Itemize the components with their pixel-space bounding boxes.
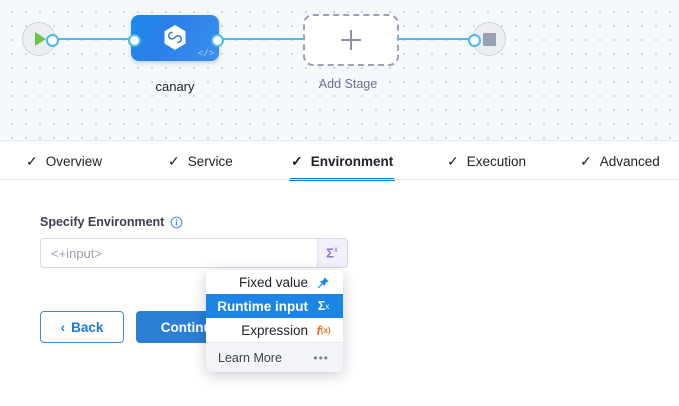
edge-add-to-end — [395, 38, 485, 40]
check-icon: ✓ — [26, 153, 38, 169]
tab-environment[interactable]: ✓ Environment — [289, 141, 396, 181]
back-button-label: Back — [71, 319, 104, 335]
port-stage-out[interactable] — [211, 34, 224, 47]
menu-item-fixed-value[interactable]: Fixed value — [206, 270, 343, 294]
add-stage-label: Add Stage — [318, 77, 378, 91]
runtime-input-toggle-button[interactable]: Σx — [316, 239, 347, 267]
edge-stage-to-add — [215, 38, 305, 40]
menu-item-expression[interactable]: Expression f(x) — [206, 318, 343, 342]
info-icon[interactable] — [170, 216, 183, 229]
tab-advanced-label: Advanced — [599, 153, 660, 169]
add-stage-button[interactable] — [303, 14, 399, 66]
play-icon — [35, 32, 46, 46]
specify-environment-label: Specify Environment — [40, 215, 183, 229]
stage-tab-bar: ✓ Overview ✓ Service ✓ Environment ✓ Exe… — [0, 140, 679, 181]
back-button[interactable]: ‹ Back — [40, 311, 124, 343]
chevron-left-icon: ‹ — [60, 319, 66, 335]
pin-icon — [316, 276, 331, 289]
menu-item-runtime-input-label: Runtime input — [217, 298, 308, 314]
specify-environment-input-wrapper[interactable]: Σx — [40, 238, 348, 268]
tab-service[interactable]: ✓ Service — [168, 141, 233, 181]
sigma-x-icon: Σx — [326, 245, 338, 261]
tab-overview[interactable]: ✓ Overview — [26, 141, 102, 181]
check-icon: ✓ — [447, 153, 459, 169]
stop-icon — [482, 32, 496, 46]
tab-bar-divider — [0, 179, 679, 180]
tab-execution-label: Execution — [466, 153, 527, 169]
port-stage-in[interactable] — [128, 34, 141, 47]
plus-icon-bar — [341, 38, 361, 42]
field-label-text: Specify Environment — [40, 215, 165, 229]
tab-environment-label: Environment — [310, 153, 394, 169]
stage-code-badge: </> — [197, 49, 214, 59]
ellipsis-icon[interactable]: ••• — [313, 350, 329, 365]
stage-node-canary[interactable]: </> — [131, 15, 219, 61]
port-start-out[interactable] — [46, 34, 59, 47]
stage-label-canary: canary — [155, 79, 195, 94]
menu-item-fixed-value-label: Fixed value — [238, 274, 308, 290]
tab-service-label: Service — [187, 153, 233, 169]
fx-icon: f(x) — [316, 322, 331, 338]
edge-start-to-stage — [40, 38, 150, 40]
check-icon: ✓ — [580, 153, 592, 169]
check-icon: ✓ — [168, 153, 180, 169]
check-icon: ✓ — [291, 153, 303, 169]
tab-execution[interactable]: ✓ Execution — [447, 141, 526, 181]
menu-item-expression-label: Expression — [241, 322, 308, 338]
menu-footer-learn-more[interactable]: Learn More ••• — [206, 342, 343, 372]
tab-overview-label: Overview — [45, 153, 102, 169]
specify-environment-input[interactable] — [41, 239, 317, 267]
port-end-in[interactable] — [468, 34, 481, 47]
harness-hexagon-icon — [164, 25, 186, 50]
learn-more-label: Learn More — [218, 350, 282, 365]
tab-advanced[interactable]: ✓ Advanced — [580, 141, 660, 181]
continue-button-label: Continue — [160, 319, 220, 335]
pipeline-canvas[interactable]: </> canary Add Stage — [0, 0, 679, 140]
